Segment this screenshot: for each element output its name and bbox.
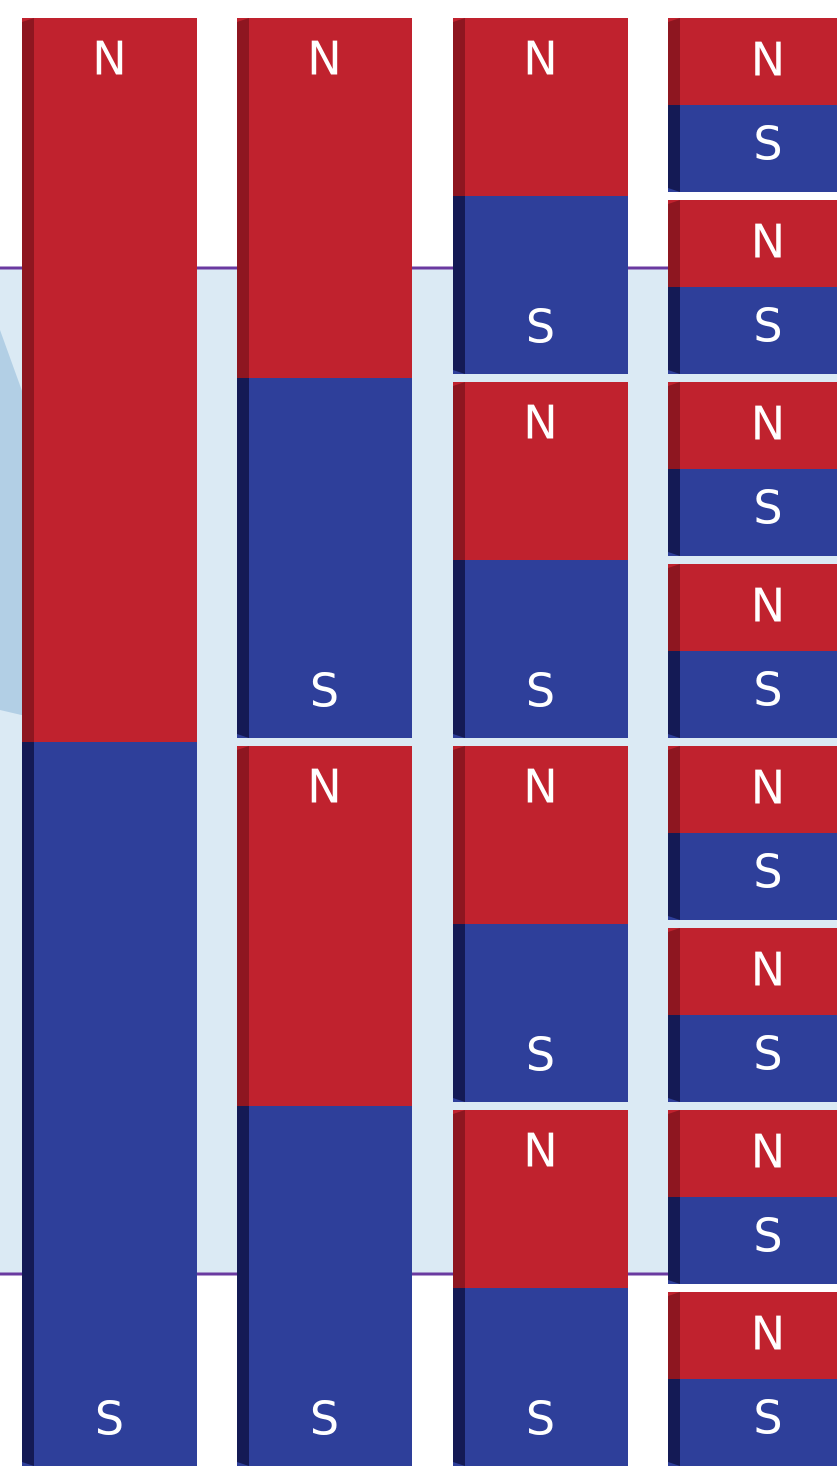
south-label: S xyxy=(753,298,782,352)
north-label: N xyxy=(751,215,785,269)
south-label: S xyxy=(310,664,339,718)
south-side-bevel xyxy=(668,1015,680,1102)
north-label: N xyxy=(523,396,557,450)
magnet-piece: NS xyxy=(668,1110,837,1284)
south-label: S xyxy=(526,1392,555,1446)
magnet-piece: NS xyxy=(453,1110,628,1466)
south-label: S xyxy=(310,1392,339,1446)
south-side-bevel xyxy=(668,105,680,192)
north-label: N xyxy=(751,1307,785,1361)
south-label: S xyxy=(753,480,782,534)
south-side-bevel xyxy=(453,560,465,738)
north-label: N xyxy=(751,1125,785,1179)
magnet-piece: NS xyxy=(22,18,197,1466)
south-side-bevel xyxy=(453,924,465,1102)
north-label: N xyxy=(751,33,785,87)
north-label: N xyxy=(523,32,557,86)
south-side-bevel xyxy=(237,1106,249,1466)
south-side-bevel xyxy=(668,651,680,738)
magnet-piece: NS xyxy=(453,18,628,374)
magnet-piece: NS xyxy=(237,746,412,1466)
magnet-piece: NS xyxy=(453,746,628,1102)
north-side-bevel xyxy=(22,18,34,742)
north-label: N xyxy=(307,760,341,814)
magnet-piece: NS xyxy=(668,18,837,192)
north-side-bevel xyxy=(453,382,465,560)
magnet-piece: NS xyxy=(668,746,837,920)
north-side-bevel xyxy=(668,564,680,651)
magnet-piece: NS xyxy=(668,382,837,556)
south-label: S xyxy=(526,300,555,354)
north-side-bevel xyxy=(237,18,249,378)
north-side-bevel xyxy=(668,382,680,469)
south-side-bevel xyxy=(453,1288,465,1466)
north-side-bevel xyxy=(668,746,680,833)
south-side-bevel xyxy=(668,833,680,920)
south-side-bevel xyxy=(668,1379,680,1466)
north-side-bevel xyxy=(668,200,680,287)
north-label: N xyxy=(523,1124,557,1178)
magnet-piece: NS xyxy=(668,928,837,1102)
north-side-bevel xyxy=(453,1110,465,1288)
south-label: S xyxy=(753,1208,782,1262)
north-pole-face xyxy=(22,18,197,742)
magnet-piece: NS xyxy=(668,200,837,374)
north-label: N xyxy=(751,943,785,997)
south-label: S xyxy=(526,664,555,718)
magnet-piece: NS xyxy=(453,382,628,738)
north-label: N xyxy=(523,760,557,814)
south-label: S xyxy=(753,1026,782,1080)
north-side-bevel xyxy=(668,18,680,105)
south-label: S xyxy=(95,1392,124,1446)
north-label: N xyxy=(92,32,126,86)
magnet-piece: NS xyxy=(668,564,837,738)
south-label: S xyxy=(526,1028,555,1082)
north-side-bevel xyxy=(453,746,465,924)
south-side-bevel xyxy=(237,378,249,738)
north-side-bevel xyxy=(453,18,465,196)
south-side-bevel xyxy=(453,196,465,374)
south-side-bevel xyxy=(668,469,680,556)
north-label: N xyxy=(751,761,785,815)
south-side-bevel xyxy=(668,1197,680,1284)
south-pole-face xyxy=(22,742,197,1466)
north-side-bevel xyxy=(237,746,249,1106)
south-side-bevel xyxy=(668,287,680,374)
north-label: N xyxy=(751,397,785,451)
south-side-bevel xyxy=(22,742,34,1466)
column-whole-magnet: NS xyxy=(22,18,197,1466)
north-side-bevel xyxy=(668,1292,680,1379)
north-label: N xyxy=(751,579,785,633)
magnet-piece: NS xyxy=(668,1292,837,1466)
south-label: S xyxy=(753,116,782,170)
south-label: S xyxy=(753,844,782,898)
south-label: S xyxy=(753,1390,782,1444)
south-label: S xyxy=(753,662,782,716)
north-label: N xyxy=(307,32,341,86)
magnet-piece: NS xyxy=(237,18,412,738)
north-side-bevel xyxy=(668,1110,680,1197)
north-side-bevel xyxy=(668,928,680,1015)
